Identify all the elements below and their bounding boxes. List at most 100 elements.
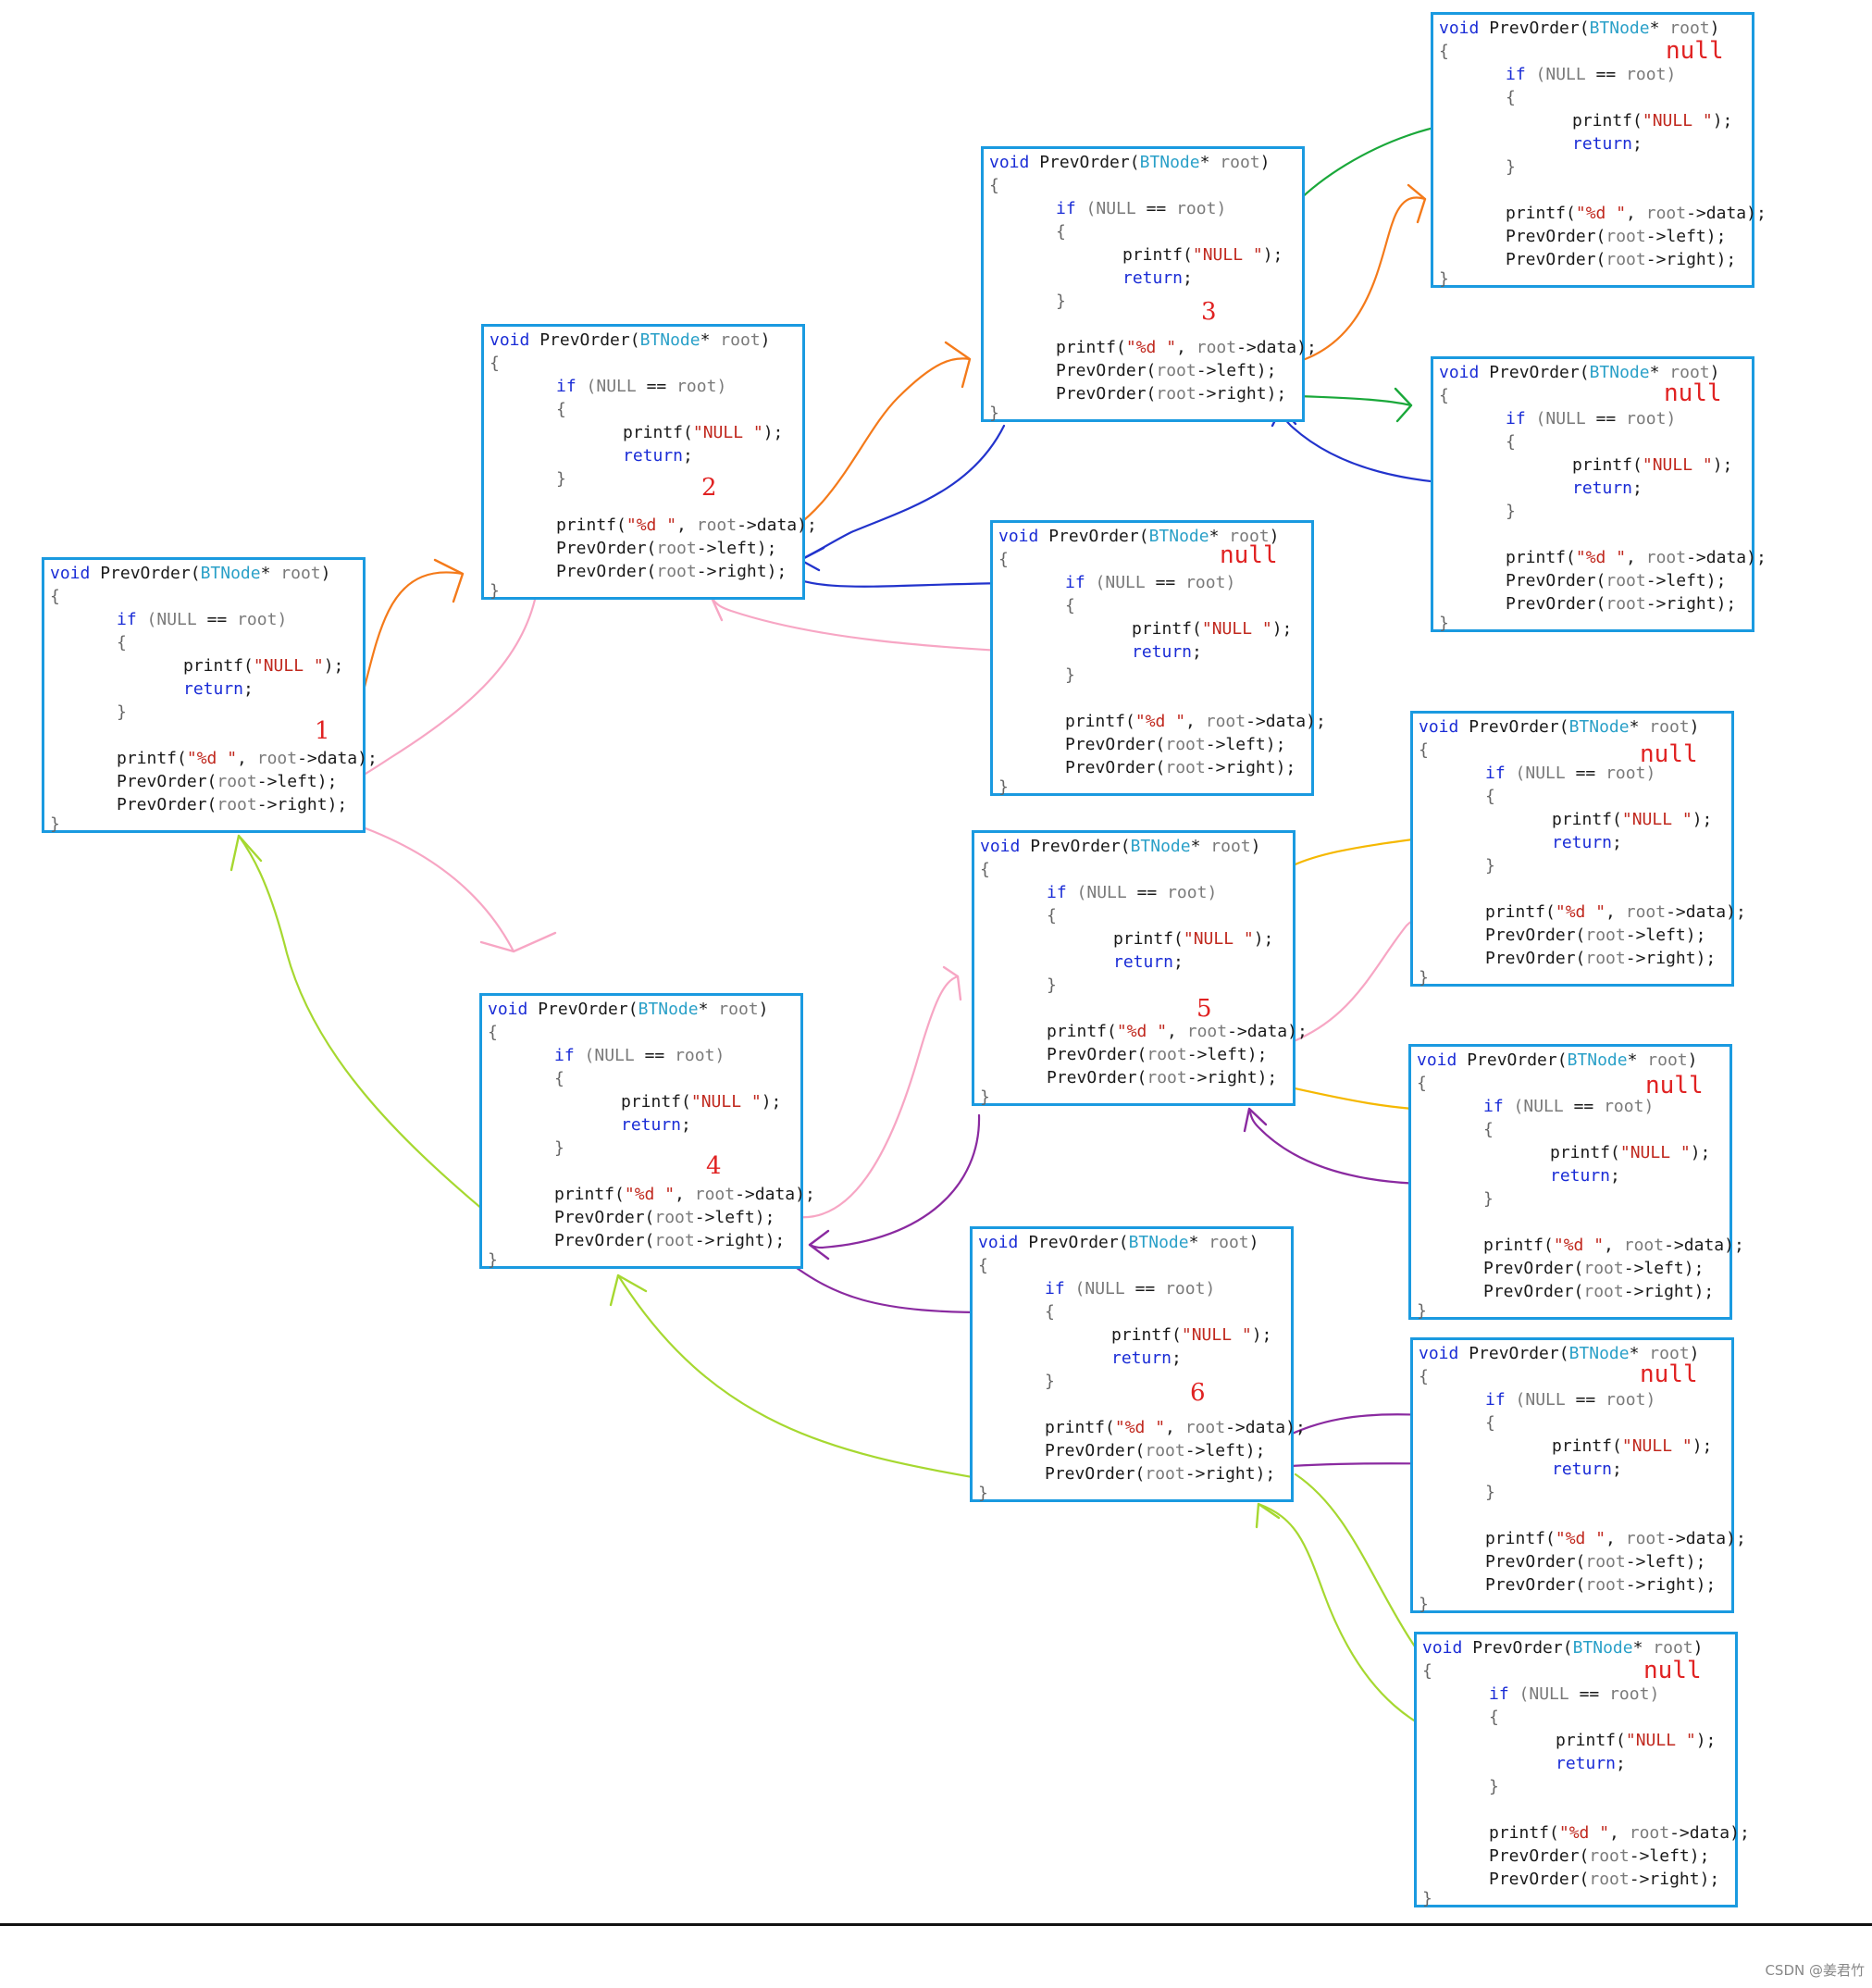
code-line: { <box>117 633 127 652</box>
code-line: } <box>978 1484 988 1503</box>
purple-flow-arrow <box>808 1113 981 1249</box>
credit-watermark: CSDN @姜君竹 <box>1765 1962 1865 1979</box>
purple-arrowhead <box>1243 1107 1268 1133</box>
code-line: { <box>980 860 990 879</box>
code-line: } <box>488 1250 498 1270</box>
code-line: { <box>1417 1074 1427 1093</box>
code-line: } <box>1419 1595 1429 1614</box>
code-line: } <box>556 469 566 489</box>
code-line: { <box>554 1069 564 1088</box>
code-line: } <box>1439 614 1449 633</box>
code-line: } <box>989 404 999 423</box>
code-line: return; <box>1552 1460 1622 1479</box>
call-frame-2: void PrevOrder(BTNode* root){if (NULL ==… <box>481 324 817 601</box>
code-line: void PrevOrder(BTNode* root) <box>980 837 1261 856</box>
code-line: } <box>998 777 1009 797</box>
code-line: if (NULL == root) <box>117 610 288 629</box>
code-line: return; <box>183 679 254 699</box>
code-line: if (NULL == root) <box>1047 883 1218 902</box>
pink-flow-arrow <box>711 598 1075 656</box>
code-line: printf("NULL "); <box>621 1092 782 1112</box>
code-line: { <box>1485 1413 1495 1433</box>
code-line: PrevOrder(root->left); <box>1047 1045 1268 1064</box>
code-line: printf("%d ", root->data); <box>556 516 817 535</box>
lime-flow-arrow <box>616 1274 985 1481</box>
code-line: { <box>1506 88 1516 107</box>
code-line: PrevOrder(root->right); <box>1489 1870 1720 1889</box>
code-line: { <box>1419 740 1429 760</box>
orange-arrowhead <box>433 558 465 603</box>
code-line: printf("NULL "); <box>1552 810 1713 829</box>
code-line: PrevOrder(root->right); <box>1485 1575 1717 1595</box>
code-line: return; <box>1556 1754 1626 1773</box>
call-order-number: 6 <box>1190 1379 1206 1407</box>
lime-arrowhead <box>609 1274 648 1307</box>
call-order-number: 1 <box>315 717 330 745</box>
code-line: { <box>490 354 500 373</box>
code-line: PrevOrder(root->left); <box>554 1208 775 1227</box>
code-line: { <box>556 400 566 419</box>
code-line: printf("NULL "); <box>1572 111 1733 130</box>
code-line: return; <box>623 446 693 466</box>
code-line: printf("NULL "); <box>1111 1325 1272 1345</box>
code-line: { <box>488 1023 498 1042</box>
code-line: { <box>1439 386 1449 405</box>
code-line: PrevOrder(root->left); <box>1485 926 1706 945</box>
code-line: printf("NULL "); <box>1556 1731 1717 1750</box>
code-line: printf("NULL "); <box>1122 245 1283 265</box>
code-line: PrevOrder(root->left); <box>1489 1846 1710 1866</box>
code-line: PrevOrder(root->right); <box>1485 949 1717 968</box>
code-line: { <box>50 587 60 606</box>
call-order-number: 3 <box>1201 298 1217 326</box>
code-line: { <box>1422 1661 1432 1681</box>
code-line: return; <box>1111 1348 1182 1368</box>
code-line: return; <box>1122 268 1193 288</box>
code-line: PrevOrder(root->right); <box>1483 1282 1715 1301</box>
code-line: return; <box>1572 134 1643 154</box>
code-line: { <box>1506 432 1516 452</box>
code-line: printf("%d ", root->data); <box>1045 1418 1306 1437</box>
code-line: void PrevOrder(BTNode* root) <box>50 564 331 583</box>
code-line: { <box>1065 596 1075 615</box>
orange-arrowhead <box>944 341 972 389</box>
code-line: return; <box>1113 952 1184 972</box>
code-line: if (NULL == root) <box>1483 1097 1655 1116</box>
code-line: if (NULL == root) <box>1485 1390 1656 1410</box>
code-line: PrevOrder(root->left); <box>1056 361 1277 380</box>
code-line: void PrevOrder(BTNode* root) <box>1439 363 1720 382</box>
code-line: printf("%d ", root->data); <box>1485 1529 1746 1548</box>
code-line: } <box>1045 1372 1055 1391</box>
purple-flow-arrow <box>778 1254 1010 1314</box>
pink-flow-arrow <box>796 975 960 1219</box>
code-line: printf("NULL "); <box>1132 619 1293 639</box>
code-line: void PrevOrder(BTNode* root) <box>1417 1050 1698 1070</box>
code-line: if (NULL == root) <box>1065 573 1236 592</box>
code-line: printf("NULL "); <box>183 656 344 676</box>
green-arrowhead <box>1394 387 1413 423</box>
code-line: } <box>1439 269 1449 289</box>
null-label: null <box>1643 1657 1702 1684</box>
code-line: } <box>490 581 500 601</box>
call-frame-3: void PrevOrder(BTNode* root){if (NULL ==… <box>981 146 1317 423</box>
null-call-frame: void PrevOrder(BTNode* root){if (NULL ==… <box>1410 711 1746 988</box>
code-line: } <box>554 1138 564 1158</box>
code-line: void PrevOrder(BTNode* root) <box>989 153 1271 172</box>
orange-flow-arrow <box>766 357 972 543</box>
code-line: } <box>1506 502 1516 521</box>
code-line: if (NULL == root) <box>1045 1279 1216 1298</box>
code-line: } <box>1047 975 1057 995</box>
code-line: { <box>1047 906 1057 926</box>
null-call-frame: void PrevOrder(BTNode* root){if (NULL ==… <box>1431 12 1767 289</box>
pink-flow-arrow <box>364 826 515 953</box>
code-line: { <box>1419 1367 1429 1386</box>
code-line: PrevOrder(root->left); <box>1045 1441 1266 1460</box>
lime-arrowhead <box>229 834 263 872</box>
purple-arrowhead <box>808 1229 830 1261</box>
code-line: void PrevOrder(BTNode* root) <box>1439 19 1720 38</box>
code-line: { <box>989 176 999 195</box>
null-label: null <box>1640 740 1698 768</box>
code-line: } <box>980 1087 990 1107</box>
code-line: printf("%d ", root->data); <box>1485 902 1746 922</box>
code-line: } <box>117 702 127 722</box>
lime-arrowhead <box>1255 1502 1281 1529</box>
